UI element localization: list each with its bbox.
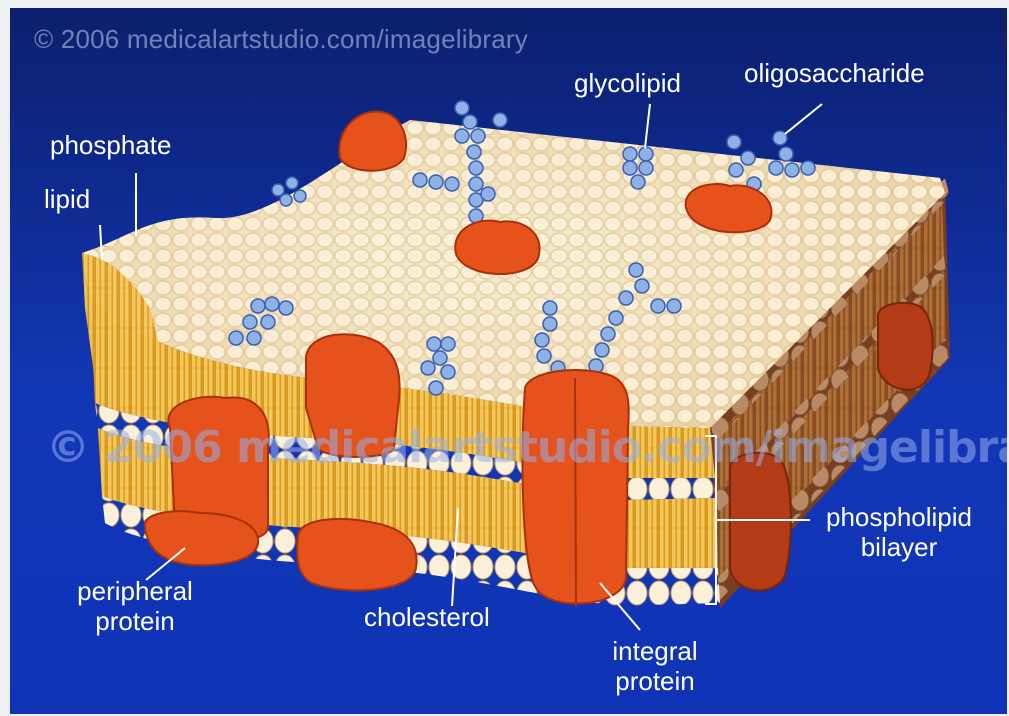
label-phospholipid-line2: bilayer: [810, 532, 988, 562]
label-oligosaccharide: oligosaccharide: [744, 58, 925, 88]
label-phospholipid-bilayer: phospholipid bilayer: [810, 502, 988, 562]
label-integral-line2: protein: [590, 666, 720, 696]
label-integral-line1: integral: [590, 636, 720, 666]
label-phosphate: phosphate: [50, 130, 171, 160]
label-peripheral-line1: peripheral: [50, 576, 220, 606]
watermark: © 2006 medicalartstudio.com/imagelibrary: [46, 422, 1007, 473]
label-phospholipid-line1: phospholipid: [810, 502, 988, 532]
copyright-notice: © 2006 medicalartstudio.com/imagelibrary: [34, 24, 528, 55]
membrane-figure: © 2006 medicalartstudio.com/imagelibrary…: [10, 8, 1007, 714]
label-lipid: lipid: [44, 184, 90, 214]
label-peripheral-line2: protein: [50, 606, 220, 636]
label-glycolipid: glycolipid: [574, 68, 681, 98]
label-peripheral-protein: peripheral protein: [50, 576, 220, 636]
label-integral-protein: integral protein: [590, 636, 720, 696]
label-cholesterol: cholesterol: [364, 602, 490, 632]
